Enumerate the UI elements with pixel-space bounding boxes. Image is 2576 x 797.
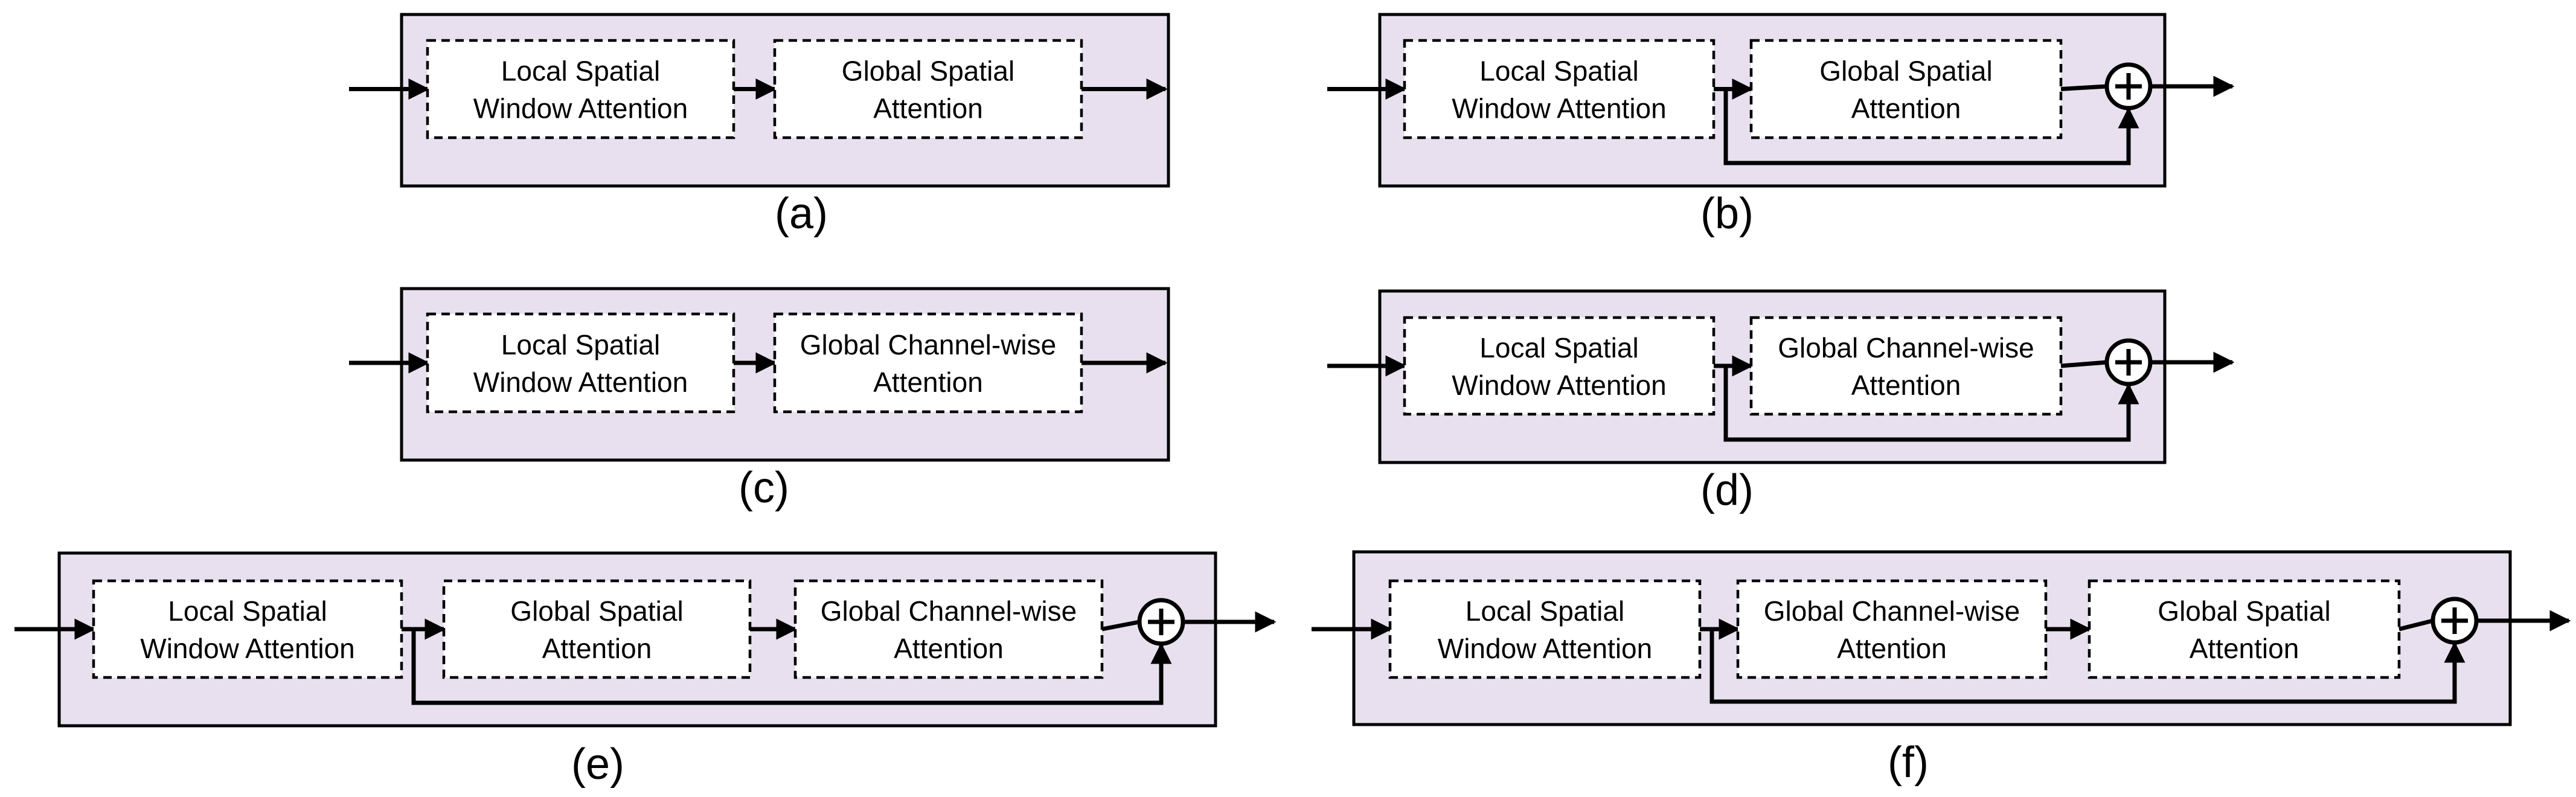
- attention-block: [426, 312, 735, 414]
- block-label-line-2: Window Attention: [1452, 370, 1666, 401]
- attention-block: [1749, 39, 2063, 139]
- block-label-line-2: Window Attention: [1438, 633, 1652, 664]
- residual-skip-arrow-icon: [1723, 366, 2139, 442]
- panel-caption: (a): [775, 190, 828, 238]
- to-sum-line: [1101, 619, 1140, 632]
- attention-block: [1749, 316, 2063, 416]
- to-sum-line: [2060, 360, 2107, 368]
- block-label-line-1: Local Spatial: [1466, 595, 1624, 627]
- block-label-line-2: Attention: [542, 633, 652, 664]
- attention-block: [1388, 579, 1702, 679]
- residual-skip-arrow-icon: [411, 629, 1172, 705]
- block-label-line-1: Local Spatial: [501, 56, 660, 87]
- block-label-line-1: Global Channel-wise: [1778, 332, 2034, 363]
- attention-block: [442, 579, 752, 679]
- circled-plus-icon: [2430, 597, 2479, 645]
- block-label-line-1: Local Spatial: [501, 329, 660, 360]
- to-sum-line: [2060, 84, 2107, 91]
- attention-block: [1403, 39, 1716, 139]
- block-label-line-2: Window Attention: [473, 366, 688, 398]
- panel-caption: (b): [1700, 190, 1754, 238]
- block-label-line-2: Attention: [873, 93, 983, 124]
- block-label-line-1: Global Channel-wise: [1764, 595, 2020, 627]
- attention-block: [2087, 579, 2401, 679]
- block-label-line-2: Window Attention: [473, 93, 688, 124]
- circled-plus-icon: [2104, 62, 2153, 110]
- block-label-line-2: Attention: [2190, 633, 2299, 664]
- block-label-line-2: Window Attention: [140, 633, 354, 664]
- block-label-line-2: Attention: [1837, 633, 1947, 664]
- circled-plus-icon: [1137, 598, 1185, 646]
- block-label-line-2: Window Attention: [1452, 93, 1666, 124]
- block-label-line-2: Attention: [1851, 93, 1961, 124]
- block-label-line-2: Attention: [894, 633, 1004, 664]
- attention-block: [1736, 579, 2048, 679]
- panel-caption: (d): [1700, 466, 1754, 514]
- block-label-line-1: Global Channel-wise: [821, 595, 1077, 627]
- block-label-line-2: Attention: [873, 366, 983, 398]
- residual-skip-arrow-icon: [1709, 629, 2465, 704]
- block-label-line-1: Global Spatial: [842, 56, 1014, 87]
- block-label-line-1: Global Spatial: [1819, 56, 1992, 87]
- block-label-line-1: Global Channel-wise: [800, 329, 1056, 360]
- attention-block: [426, 39, 735, 139]
- block-label-line-1: Global Spatial: [2158, 595, 2330, 627]
- to-sum-line: [2398, 618, 2433, 632]
- circled-plus-icon: [2104, 338, 2153, 386]
- block-label-line-2: Attention: [1851, 370, 1961, 401]
- attention-block: [92, 579, 403, 679]
- block-label-line-1: Local Spatial: [1479, 332, 1638, 363]
- residual-skip-arrow-icon: [1723, 89, 2139, 165]
- attention-block: [793, 579, 1104, 679]
- block-label-line-1: Global Spatial: [510, 595, 683, 627]
- attention-block: [1403, 316, 1716, 416]
- panel-caption: (e): [571, 740, 624, 789]
- block-label-line-1: Local Spatial: [168, 595, 327, 627]
- panel-caption: (f): [1888, 738, 1929, 787]
- panel-caption: (c): [739, 464, 789, 512]
- block-label-line-1: Local Spatial: [1479, 56, 1638, 87]
